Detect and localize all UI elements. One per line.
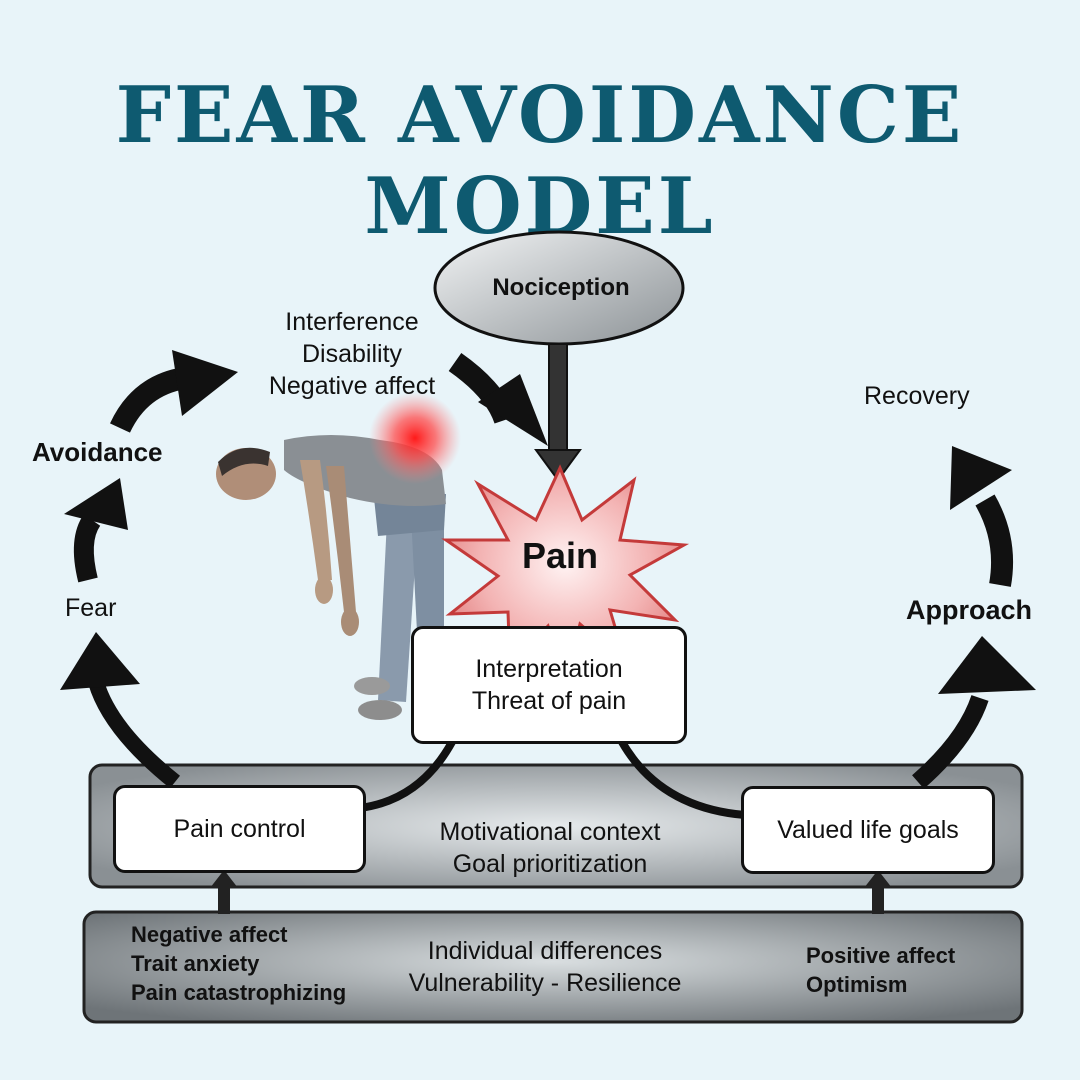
nociception-label: Nociception — [492, 274, 629, 301]
individual-line-2: Vulnerability - Resilience — [408, 969, 682, 997]
fear-label: Fear — [65, 594, 117, 622]
pain-hotspot — [369, 392, 461, 484]
recovery-label: Recovery — [864, 382, 970, 410]
vulnerability-factors: Negative affect Trait anxiety Pain catas… — [131, 920, 346, 1007]
arrow-valued-goals-to-approach — [912, 694, 989, 789]
arrow-pain-control-to-fear — [88, 679, 180, 789]
individual-line-1: Individual differences — [427, 937, 663, 965]
pain-label: Pain — [522, 535, 598, 576]
interpretation-line-1: Interpretation — [475, 655, 623, 683]
resilience-factor-2: Optimism — [806, 972, 908, 997]
consequence-negative-affect: Negative affect — [268, 372, 436, 400]
resilience-factors: Positive affect Optimism — [806, 941, 955, 999]
individual-differences-band — [82, 910, 1024, 1024]
resilience-factor-1: Positive affect — [806, 943, 956, 968]
page-title: FEAR AVOIDANCE MODEL — [115, 70, 965, 252]
consequence-disability: Disability — [301, 340, 403, 368]
vulnerability-factor-1: Negative affect — [131, 922, 288, 947]
arrowhead-disability — [172, 350, 238, 416]
valued-life-goals-label: Valued life goals — [777, 816, 959, 844]
pain-control-box: Pain control — [113, 785, 366, 873]
motivational-line-2: Goal prioritization — [452, 850, 648, 878]
avoidance-label: Avoidance — [32, 437, 163, 467]
nociception-arrow-shaft — [548, 343, 568, 453]
pain-control-label: Pain control — [173, 815, 306, 843]
arrowhead-pain-from-disability — [478, 374, 548, 446]
interpretation-line-2: Threat of pain — [471, 687, 627, 715]
curve-to-valued-goals — [618, 740, 746, 819]
valued-life-goals-box: Valued life goals — [741, 786, 995, 874]
approach-label: Approach — [906, 595, 1033, 625]
up-arrow-left — [210, 870, 238, 914]
arrowhead-approach — [938, 636, 1036, 694]
consequences-text: Interference Disability Negative affect — [238, 306, 466, 402]
nociception-arrowhead — [534, 449, 582, 482]
consequence-interference: Interference — [285, 308, 419, 336]
curve-to-pain-control — [359, 740, 456, 812]
up-arrow-right — [864, 870, 892, 914]
arrow-fear-to-avoidance — [73, 514, 101, 583]
arrow-approach-to-recovery — [975, 494, 1014, 587]
vulnerability-factor-2: Trait anxiety — [131, 951, 260, 976]
vulnerability-factor-3: Pain catastrophizing — [131, 980, 347, 1005]
individual-differences-text: Individual differences Vulnerability - R… — [380, 935, 710, 999]
arrowhead-fear — [60, 632, 140, 690]
arrowhead-avoidance — [64, 478, 128, 530]
motivational-line-1: Motivational context — [439, 818, 661, 846]
interpretation-box: Interpretation Threat of pain — [411, 626, 687, 744]
motivational-context-text: Motivational context Goal prioritization — [400, 816, 700, 880]
arrowhead-recovery — [950, 446, 1012, 510]
arrow-avoidance-to-disability — [110, 367, 188, 433]
